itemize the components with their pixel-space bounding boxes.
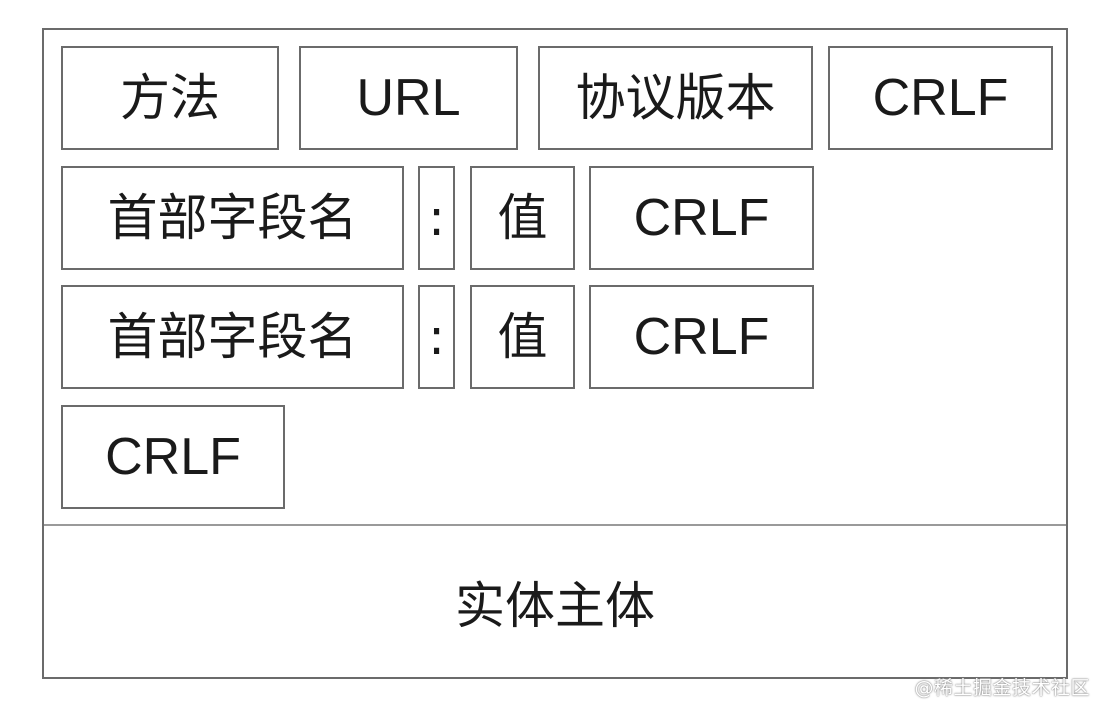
crlf-label: CRLF [633, 189, 770, 247]
request-line-crlf-box: CRLF [828, 46, 1053, 150]
header-body-divider [44, 524, 1066, 526]
version-label: 协议版本 [575, 69, 776, 127]
blank-line-crlf-box: CRLF [61, 405, 285, 509]
url-label: URL [356, 69, 461, 127]
header-value-box: 值 [470, 285, 575, 389]
header-crlf-box: CRLF [589, 166, 814, 270]
header-value-box: 值 [470, 166, 575, 270]
crlf-label: CRLF [633, 308, 770, 366]
header-value-label: 值 [497, 308, 548, 366]
entity-body-label: 实体主体 [455, 576, 655, 635]
header-colon-box: : [418, 166, 455, 270]
method-box: 方法 [61, 46, 279, 150]
entity-body: 实体主体 [44, 526, 1066, 677]
colon-label: : [428, 308, 445, 366]
header-name-label: 首部字段名 [107, 189, 358, 247]
colon-label: : [428, 189, 445, 247]
watermark: @稀土掘金技术社区 [914, 677, 1090, 699]
header-name-box: 首部字段名 [61, 166, 404, 270]
header-name-label: 首部字段名 [107, 308, 358, 366]
http-request-message: 方法 URL 协议版本 CRLF 首部字段名 : 值 CRLF 首部字段名 : … [42, 28, 1068, 679]
version-box: 协议版本 [538, 46, 813, 150]
header-colon-box: : [418, 285, 455, 389]
crlf-label: CRLF [872, 69, 1009, 127]
header-name-box: 首部字段名 [61, 285, 404, 389]
url-box: URL [299, 46, 518, 150]
crlf-label: CRLF [105, 428, 241, 486]
header-value-label: 值 [497, 189, 548, 247]
header-crlf-box: CRLF [589, 285, 814, 389]
method-label: 方法 [120, 69, 220, 127]
